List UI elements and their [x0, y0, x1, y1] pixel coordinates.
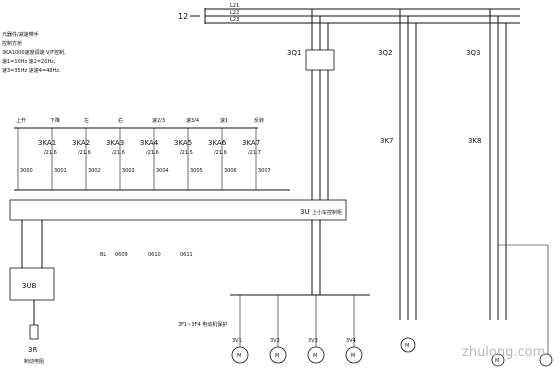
- relay-label: 3KA6: [208, 139, 227, 147]
- bus-label: 12: [178, 12, 188, 21]
- relay-ref: /21.6: [146, 150, 159, 156]
- motor-terminal: 3V4: [346, 338, 356, 344]
- relay-label: 3KA4: [140, 139, 159, 147]
- relay-wire-id: 3007: [258, 168, 271, 174]
- relay-wire-id: 3004: [156, 168, 169, 174]
- relay-top-label: 下降: [50, 117, 60, 124]
- motor-group-caption: 3F1~3F4 电动机保护: [178, 321, 227, 328]
- relay-top-label: 反转: [254, 117, 264, 124]
- relay-wire-id: 3003: [122, 168, 135, 174]
- relay-wire-id: 3002: [88, 168, 101, 174]
- inverter-sub: 上小车控制柜: [312, 209, 342, 216]
- contactor-label-2: 3K8: [468, 137, 482, 145]
- relay-label: 3KA2: [72, 139, 90, 147]
- motor-label-5: M: [405, 343, 409, 349]
- relay-wire-id: 3005: [190, 168, 203, 174]
- io-label-2: 0609: [115, 252, 128, 258]
- brake-resistor-label: 3R: [28, 346, 37, 354]
- motor-terminal: 3V3: [308, 338, 318, 344]
- brake-resistor-sub: 制动电阻: [24, 358, 44, 365]
- brake-resistor: [29, 324, 39, 340]
- relay-top-label: 左: [84, 117, 89, 124]
- motor-label-6: M: [495, 358, 499, 364]
- resistor-unit-label: 3UB: [22, 282, 37, 290]
- relay-ref: /21.7: [248, 150, 261, 156]
- relay-ref: /21.6: [44, 150, 57, 156]
- relay-group: 上升 下降 左 右 速2/3 速3/4 速1 反转 3000 3001 3002 3003 3004 30…: [16, 117, 271, 190]
- relay-top-label: 速2/3: [152, 118, 165, 124]
- inverter-label: 3U: [300, 208, 310, 216]
- breaker-group-2: 3Q2 3K7 M: [378, 9, 417, 353]
- relay-wire-id: 3001: [54, 168, 67, 174]
- bus-line-label-3: L23: [230, 17, 239, 23]
- relay-label: 3KA7: [242, 139, 260, 147]
- io-label-3: 0610: [148, 252, 161, 258]
- relay-ref: /21.6: [214, 150, 227, 156]
- relay-ref: /21.6: [78, 150, 91, 156]
- contactor-label-1: 3K7: [380, 137, 394, 145]
- io-label-4: 0611: [180, 252, 193, 258]
- relay-ref: /21.6: [112, 150, 125, 156]
- bus-line-label-2: L22: [230, 10, 239, 16]
- note-line-5: 速3=35Hz 速速4=48Hz.: [2, 68, 61, 74]
- relay-label: 3KA5: [174, 139, 192, 147]
- io-label-1: BL: [100, 252, 106, 258]
- relay-label: 3KA3: [106, 139, 124, 147]
- relay-ref: /21.5: [180, 150, 193, 156]
- relay-top-label: 速3/4: [186, 118, 199, 124]
- breaker-label-3: 3Q3: [466, 49, 480, 57]
- inverter-box: [9, 199, 347, 221]
- note-line-1: 元器件/减速带手: [2, 31, 39, 38]
- note-line-3: 3KA1000速度调速 V/F控制,: [2, 49, 66, 56]
- relay-wire-id: 3006: [224, 168, 237, 174]
- breaker-label-2: 3Q2: [378, 49, 392, 57]
- motor-terminal: 3V2: [270, 338, 280, 344]
- bus-line-label-1: L21: [230, 3, 239, 9]
- relay-label: 3KA1: [38, 139, 56, 147]
- breaker-group-1: 3Q1: [287, 9, 335, 205]
- relay-wire-id: 3000: [20, 168, 33, 174]
- resistor-unit: [9, 267, 55, 301]
- motor-label: M: [237, 353, 241, 359]
- note-line-2: 控制方桥: [2, 40, 22, 47]
- motor-terminal: 3V1: [232, 338, 242, 344]
- relay-top-label: 右: [118, 117, 123, 124]
- breaker-group-3: 3Q3 3K8 M: [466, 9, 553, 367]
- watermark: zhulong.com: [462, 345, 545, 360]
- motor-label: M: [313, 353, 317, 359]
- relay-top-label: 速1: [220, 118, 228, 124]
- breaker-label-1: 3Q1: [287, 49, 301, 57]
- note-line-4: 速1=10Hz 速2=20Hz,: [2, 59, 56, 65]
- motor-label: M: [351, 353, 355, 359]
- motor-label: M: [275, 353, 279, 359]
- relay-top-label: 上升: [16, 117, 26, 124]
